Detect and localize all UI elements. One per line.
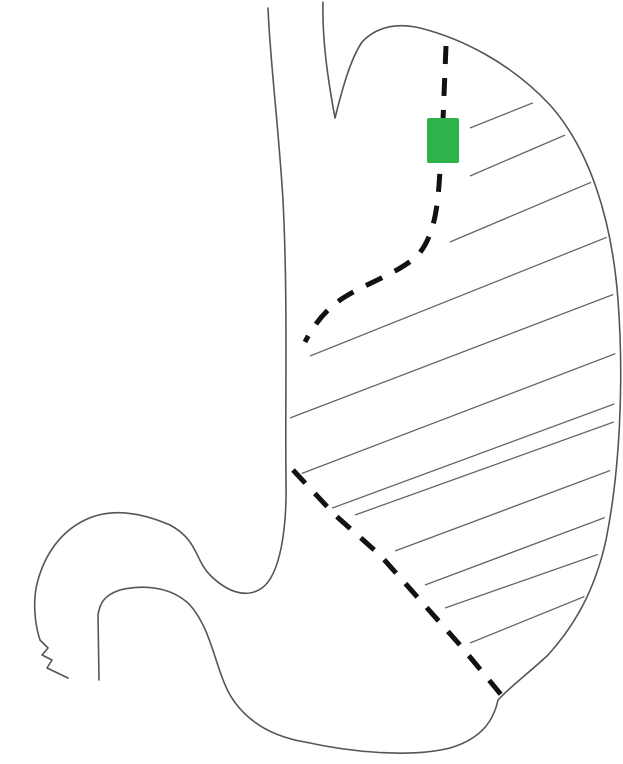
lower-dashed-line	[293, 470, 508, 703]
green-rectangle-marker-icon	[427, 118, 459, 163]
esophagus-left-wall	[35, 8, 286, 678]
upper-dashed-line	[305, 46, 446, 342]
esophagus-right-wall	[98, 2, 621, 753]
hatched-region	[290, 92, 623, 643]
